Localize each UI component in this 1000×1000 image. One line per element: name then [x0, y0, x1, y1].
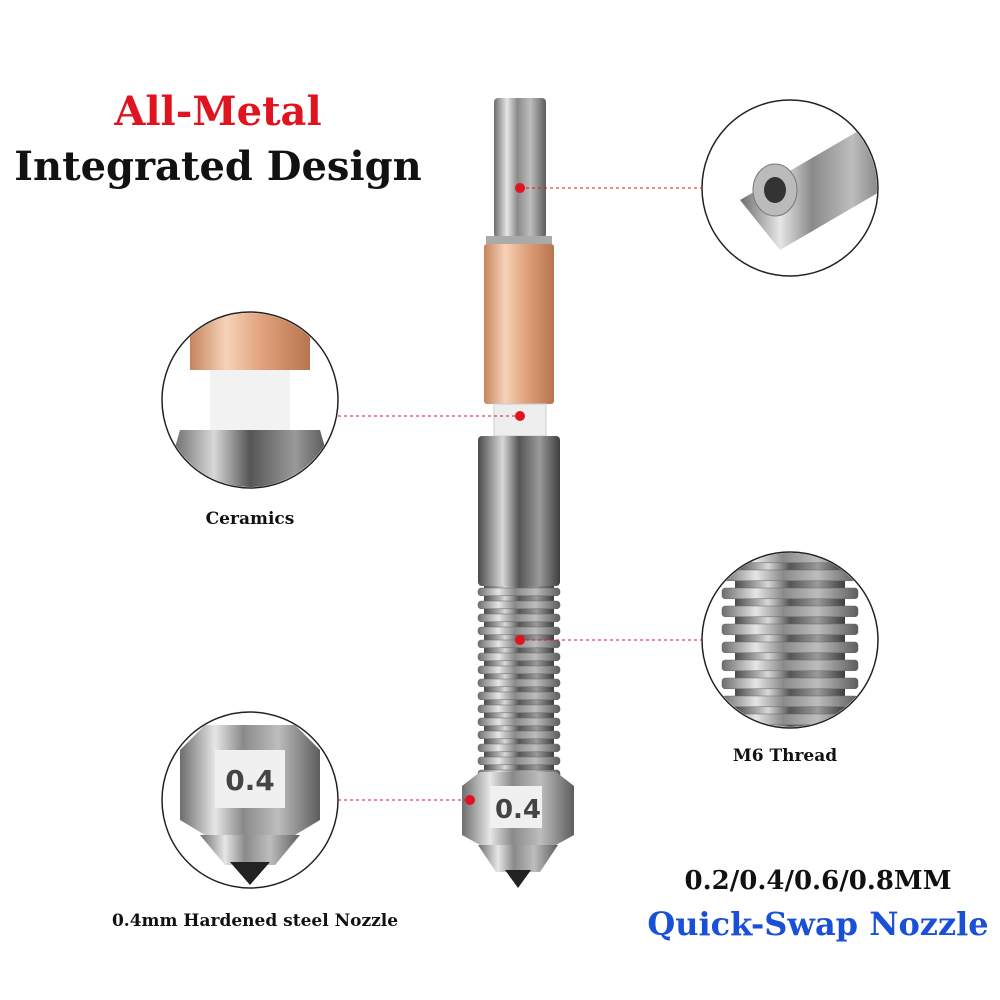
nozzle-sizes: 0.2/0.4/0.6/0.8MM [684, 866, 952, 896]
nozzle-size-mark-large: 0.4 [225, 764, 275, 797]
heatbreak-tube [486, 98, 552, 244]
label-nozzle: 0.4mm Hardened steel Nozzle [111, 911, 399, 931]
heater-body [478, 436, 560, 586]
copper-sleeve [484, 244, 554, 404]
detail-circle-thread [701, 551, 879, 729]
nozzle-tip [462, 772, 574, 888]
detail-circle-tube-end [701, 99, 879, 277]
detail-circle-nozzle: 0.4 [161, 711, 339, 889]
label-ceramics: Ceramics [205, 509, 295, 529]
m6-thread [477, 586, 561, 779]
detail-circle-ceramics [161, 311, 339, 489]
label-m6-thread: M6 Thread [732, 746, 838, 766]
leader-lines [338, 187, 702, 801]
headline-integrated-design: Integrated Design [14, 143, 422, 190]
callout-dots [465, 183, 525, 805]
headline-all-metal: All-Metal [114, 88, 322, 135]
nozzle-size-mark: 0.4 [495, 795, 541, 825]
product-name: Quick-Swap Nozzle [647, 905, 989, 943]
